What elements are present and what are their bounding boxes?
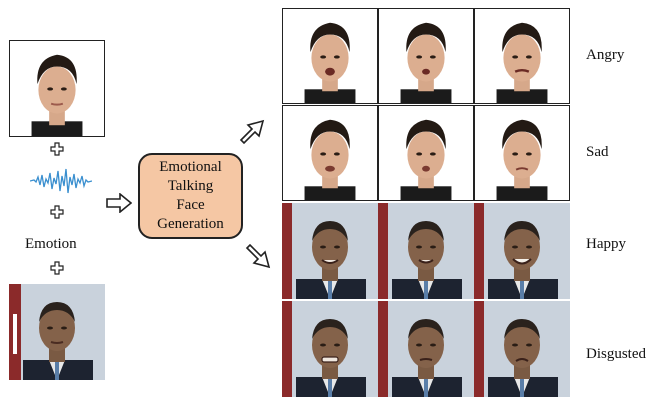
output-grid — [282, 8, 571, 398]
output-frame-happy — [378, 203, 474, 299]
output-frame-happy — [282, 203, 378, 299]
output-frame-disgusted — [378, 301, 474, 397]
output-frame-angry — [282, 8, 378, 104]
plus-icon — [50, 142, 64, 156]
plus-icon — [50, 261, 64, 275]
arrow-right-icon — [106, 192, 133, 214]
plus-icon — [50, 205, 64, 219]
row-label-angry: Angry — [586, 47, 625, 63]
arrow-down-right-icon — [244, 243, 272, 270]
output-frame-sad — [378, 105, 474, 201]
model-box: Emotional Talking Face Generation — [138, 153, 243, 239]
output-frame-sad — [282, 105, 378, 201]
row-label-happy: Happy — [586, 236, 626, 252]
output-frame-angry — [474, 8, 570, 104]
model-box-line: Talking — [167, 178, 214, 194]
row-label-sad: Sad — [586, 144, 609, 160]
model-box-line: Emotional — [159, 159, 222, 175]
input-face-photo — [9, 40, 105, 137]
emotion-label: Emotion — [25, 236, 77, 252]
reference-face-photo — [9, 284, 105, 380]
row-label-disgusted: Disgusted — [586, 346, 646, 362]
output-frame-happy — [474, 203, 570, 299]
output-frame-disgusted — [282, 301, 378, 397]
model-box-line: Face — [176, 197, 205, 213]
arrow-up-right-icon — [238, 118, 266, 145]
output-frame-sad — [474, 105, 570, 201]
model-box-line: Generation — [157, 216, 224, 232]
output-frame-disgusted — [474, 301, 570, 397]
output-frame-angry — [378, 8, 474, 104]
audio-waveform-icon — [29, 165, 93, 197]
